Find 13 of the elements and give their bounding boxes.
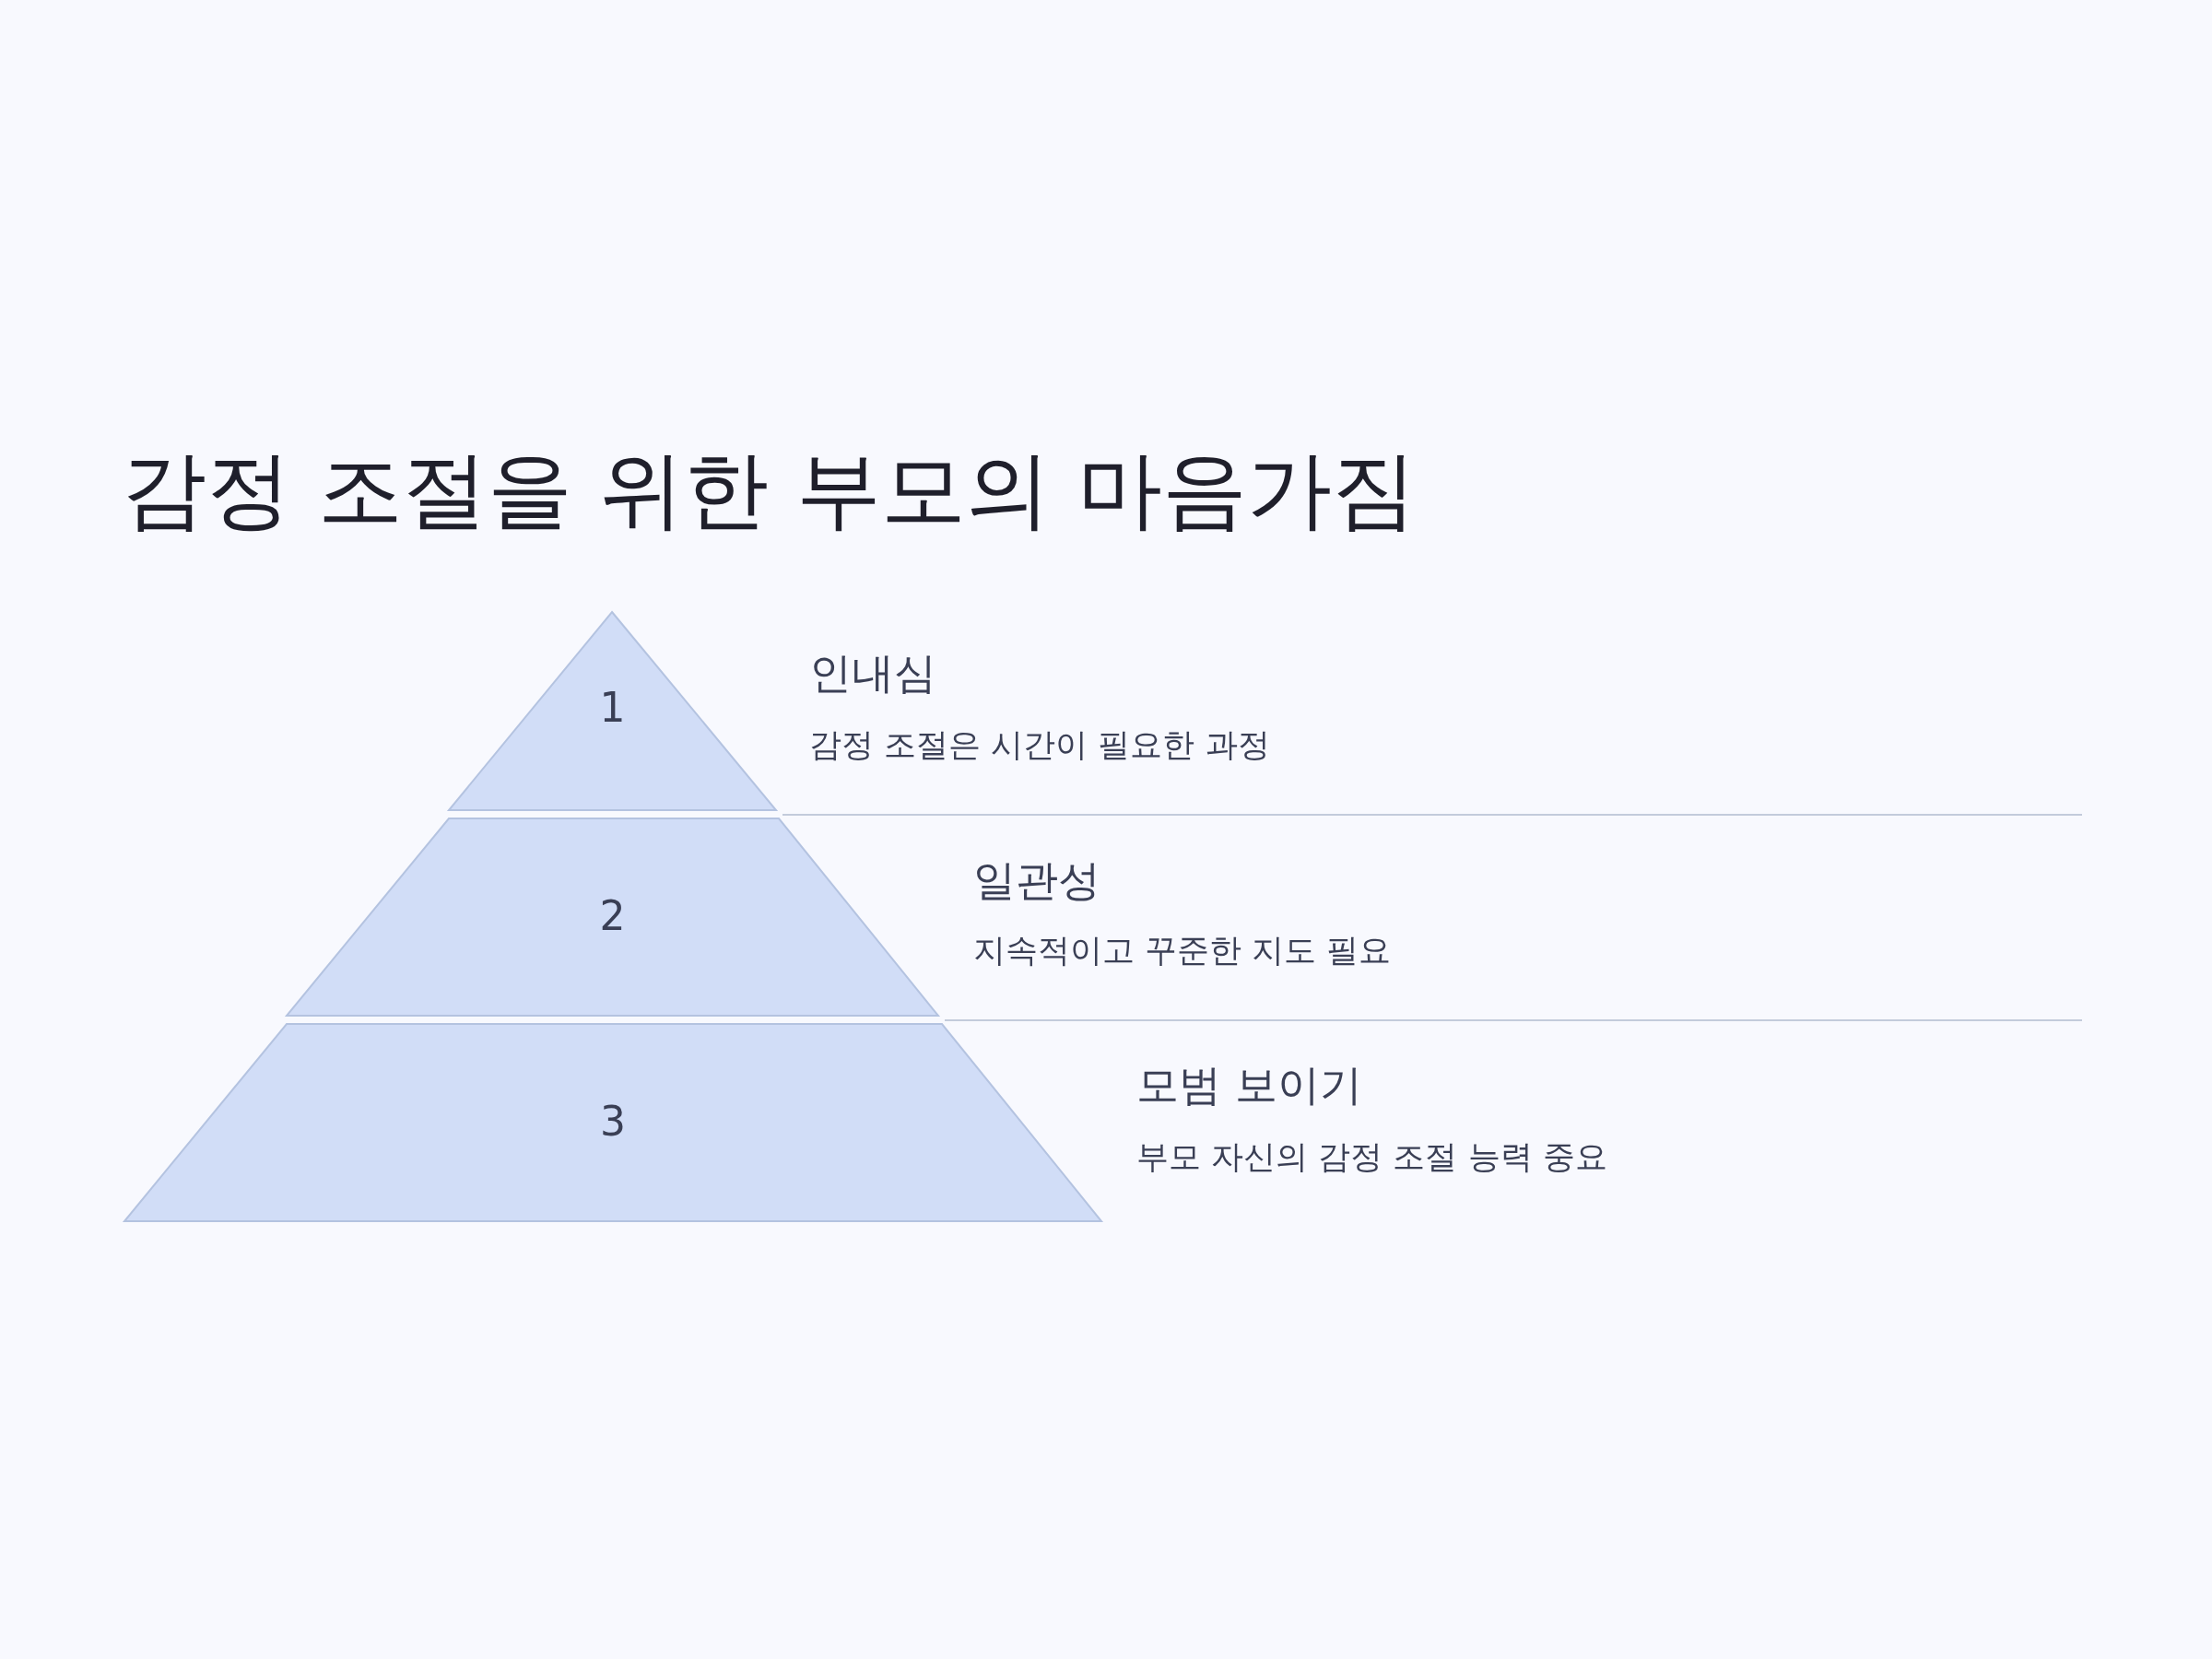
layer-heading: 인내심 <box>809 647 936 700</box>
layer-number: 3 <box>600 1098 626 1145</box>
pyramid-layer <box>124 1024 1101 1221</box>
layer-description: 부모 자신의 감정 조절 능력 중요 <box>1136 1137 1607 1177</box>
diagram-title: 감정 조절을 위한 부모의 마음가짐 <box>122 440 1417 541</box>
layer-description: 감정 조절은 시간이 필요한 과정 <box>809 725 1270 765</box>
layer-number: 1 <box>599 684 626 731</box>
layer-description: 지속적이고 꾸준한 지도 필요 <box>973 931 1392 971</box>
layer-heading: 모범 보이기 <box>1136 1059 1362 1112</box>
pyramid-layer <box>287 818 938 1016</box>
layer-number: 2 <box>599 892 626 939</box>
layer-heading: 일관성 <box>973 854 1100 907</box>
pyramid-layer <box>449 612 776 810</box>
